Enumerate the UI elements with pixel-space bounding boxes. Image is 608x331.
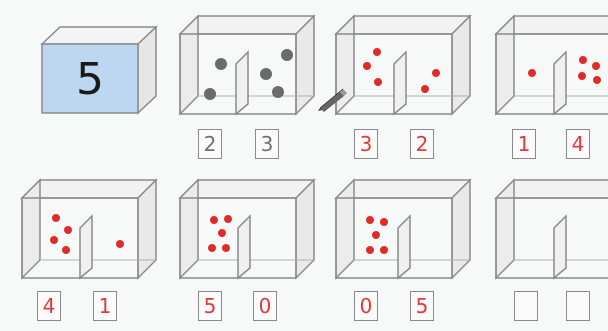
dot — [208, 244, 216, 252]
box-6-left-number[interactable]: 0 — [354, 291, 378, 321]
dot — [224, 215, 232, 223]
dot — [578, 72, 586, 80]
box-6-right-number[interactable]: 5 — [410, 291, 434, 321]
dot — [222, 244, 230, 252]
box-4-right-number[interactable]: 1 — [93, 291, 117, 321]
dot — [374, 78, 382, 86]
box-5-right-number[interactable]: 0 — [253, 291, 277, 321]
dot — [260, 68, 272, 80]
dot — [366, 246, 374, 254]
dot — [116, 240, 124, 248]
box-7-left-number[interactable] — [514, 291, 538, 321]
dot — [281, 49, 293, 61]
dot — [432, 69, 440, 77]
dot — [210, 216, 218, 224]
dot — [215, 58, 227, 70]
dot — [62, 246, 70, 254]
dot — [64, 226, 72, 234]
box-7-right-number[interactable] — [566, 291, 590, 321]
dot — [50, 236, 58, 244]
box-6 — [336, 180, 470, 278]
dot — [380, 218, 388, 226]
dot — [593, 76, 601, 84]
dot — [372, 231, 380, 239]
box-2-right-number[interactable]: 2 — [410, 129, 434, 159]
dot — [528, 69, 536, 77]
dot — [52, 214, 60, 222]
dot — [579, 56, 587, 64]
dot — [592, 62, 600, 70]
box-3 — [496, 16, 608, 114]
box-3-left-number[interactable]: 1 — [512, 129, 536, 159]
dot — [363, 62, 371, 70]
dot — [380, 246, 388, 254]
box-4 — [22, 180, 156, 278]
dot — [373, 48, 381, 56]
box-1-right-number[interactable]: 3 — [255, 129, 279, 159]
dot — [272, 86, 284, 98]
dot — [218, 229, 226, 237]
box-4-left-number[interactable]: 4 — [37, 291, 61, 321]
box-2 — [336, 16, 470, 114]
box-2-left-number[interactable]: 3 — [354, 129, 378, 159]
box-3-right-number[interactable]: 4 — [566, 129, 590, 159]
box-1 — [180, 16, 314, 114]
dot — [204, 88, 216, 100]
box-5-left-number[interactable]: 5 — [198, 291, 222, 321]
box-1-left-number[interactable]: 2 — [198, 129, 222, 159]
box-5 — [180, 180, 314, 278]
pencil-icon — [316, 86, 350, 112]
box-7 — [496, 180, 608, 278]
dot — [366, 216, 374, 224]
dot — [421, 85, 429, 93]
